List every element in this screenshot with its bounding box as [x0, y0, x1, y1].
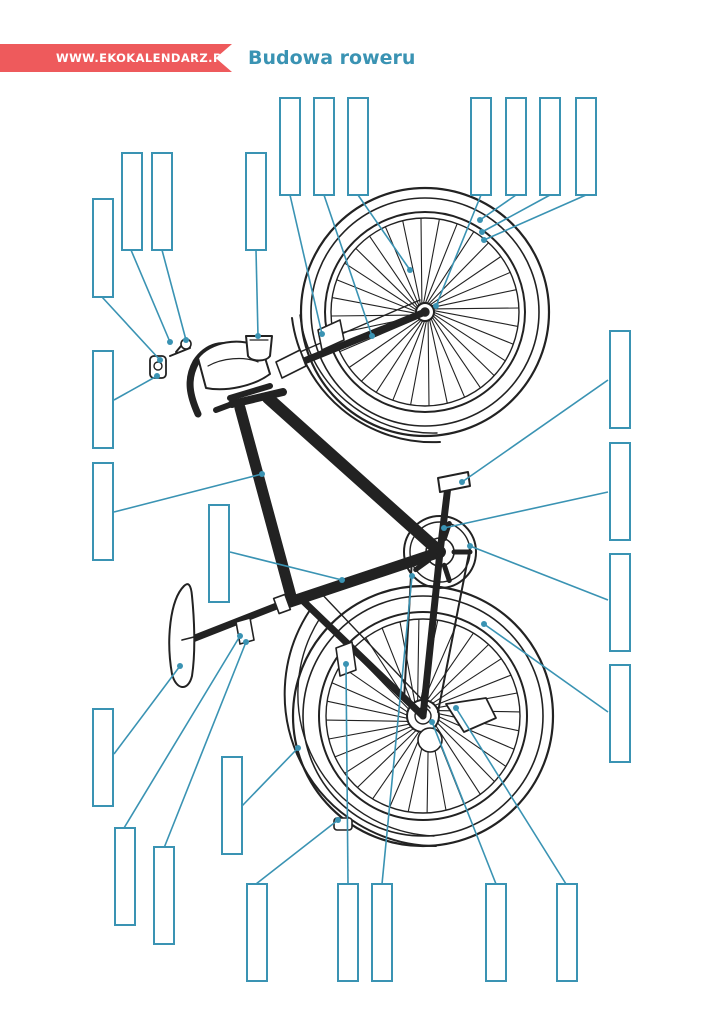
site-url: WWW.EKOKALENDARZ.PL	[56, 51, 230, 65]
spoke	[334, 725, 414, 758]
chainring-arm	[413, 531, 432, 547]
site-banner: WWW.EKOKALENDARZ.PL	[0, 44, 232, 72]
spoke	[427, 242, 490, 306]
label-box-5[interactable]	[279, 97, 301, 196]
chainring-arm	[441, 562, 452, 583]
label-box-14[interactable]	[208, 504, 230, 603]
spoke	[422, 218, 440, 305]
spoke	[392, 319, 426, 401]
spoke	[356, 728, 419, 789]
label-box-16[interactable]	[609, 442, 631, 541]
spoke	[428, 318, 448, 404]
label-box-21[interactable]	[153, 846, 175, 945]
rear-fender	[283, 609, 437, 847]
page-title: Budowa roweru	[248, 47, 416, 69]
spoke	[431, 315, 482, 389]
spoke	[410, 319, 428, 406]
spoke	[428, 255, 502, 306]
chainring-arm	[413, 557, 432, 573]
spoke	[330, 314, 419, 317]
label-box-4[interactable]	[245, 152, 267, 251]
label-box-10[interactable]	[539, 97, 561, 196]
spoke	[360, 318, 423, 382]
label-box-22[interactable]	[221, 756, 243, 855]
spoke	[420, 217, 423, 306]
label-box-12[interactable]	[92, 350, 114, 449]
spoke	[432, 674, 512, 707]
spoke	[427, 318, 430, 407]
spoke	[430, 317, 466, 398]
spoke	[426, 231, 475, 305]
spoke	[417, 618, 420, 704]
label-box-1[interactable]	[92, 198, 114, 298]
frame	[228, 388, 446, 720]
spoke	[432, 309, 519, 327]
label-box-3[interactable]	[151, 152, 173, 251]
spoke	[430, 658, 502, 705]
spoke	[344, 262, 418, 311]
label-box-18[interactable]	[609, 664, 631, 763]
spoke	[431, 314, 495, 377]
leader-dots	[154, 217, 487, 823]
spoke	[427, 643, 490, 704]
label-box-9[interactable]	[505, 97, 527, 196]
spoke	[432, 313, 506, 362]
spoke	[424, 223, 458, 305]
label-box-27[interactable]	[556, 883, 578, 982]
saddle	[168, 583, 196, 688]
headlamp	[245, 335, 273, 362]
spoke	[368, 235, 419, 309]
spoke	[430, 271, 511, 307]
label-box-23[interactable]	[246, 883, 268, 982]
front-wheel-spokes	[330, 217, 520, 407]
spoke	[425, 632, 474, 703]
spoke	[372, 729, 421, 800]
label-box-2[interactable]	[121, 152, 143, 251]
label-box-24[interactable]	[337, 883, 359, 982]
label-box-25[interactable]	[371, 883, 393, 982]
spoke	[431, 307, 520, 310]
spoke	[431, 289, 517, 309]
spoke	[402, 220, 422, 306]
label-box-6[interactable]	[313, 97, 335, 196]
spoke	[381, 627, 414, 707]
spoke	[325, 719, 411, 722]
label-box-11[interactable]	[575, 97, 597, 196]
chainring-teeth	[413, 521, 473, 583]
spoke	[339, 665, 410, 714]
spoke	[432, 311, 514, 345]
pedal	[437, 471, 471, 493]
label-box-15[interactable]	[609, 330, 631, 429]
spoke	[348, 318, 422, 369]
spoke	[331, 682, 410, 717]
rear-derailleur	[445, 697, 497, 733]
spoke	[331, 297, 418, 315]
spoke	[326, 700, 410, 720]
spoke	[384, 226, 420, 307]
label-box-8[interactable]	[470, 97, 492, 196]
leader-lines	[101, 194, 609, 885]
label-box-26[interactable]	[485, 883, 507, 982]
label-box-13[interactable]	[92, 462, 114, 561]
spoke	[434, 723, 481, 795]
label-box-7[interactable]	[347, 97, 369, 196]
label-box-19[interactable]	[92, 708, 114, 807]
spoke	[389, 729, 424, 808]
spoke	[375, 319, 424, 393]
spoke	[436, 718, 507, 767]
label-box-17[interactable]	[609, 553, 631, 652]
spoke	[436, 715, 515, 750]
label-box-20[interactable]	[114, 827, 136, 926]
spoke	[355, 247, 419, 310]
spoke	[344, 727, 416, 774]
spoke	[435, 720, 496, 783]
front-fender	[291, 317, 441, 444]
label-boxes	[92, 97, 631, 982]
